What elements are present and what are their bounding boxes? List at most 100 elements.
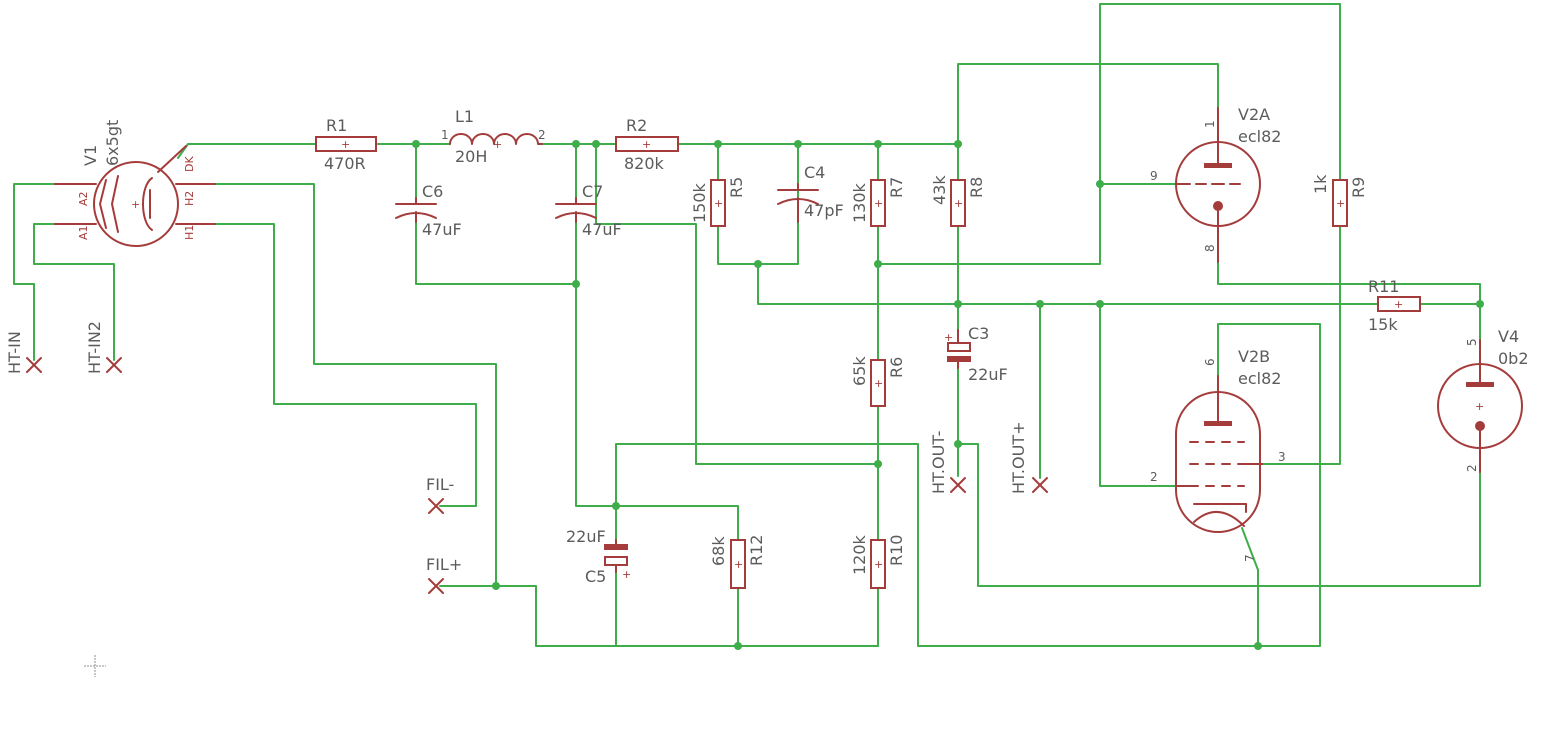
junction-dot — [492, 582, 500, 590]
connector-fil-minus: FIL- — [426, 475, 454, 514]
junction-dot — [412, 140, 420, 148]
wire-ht-in2 — [33, 223, 115, 361]
ht-out-plus-label: HT.OUT+ — [1009, 422, 1028, 494]
l1-pin1-label: 1 — [441, 128, 449, 142]
c6-capacitor: C6 47uF — [395, 182, 462, 239]
v2a-pin9-label: 9 — [1150, 169, 1158, 183]
r7-value-label: 130k — [850, 182, 869, 223]
r2-value-label: 820k — [624, 154, 665, 173]
wire-v2a-anode — [957, 63, 1219, 145]
v1-pin-dk — [157, 145, 187, 173]
r2-origin-mark: + — [642, 138, 651, 151]
v1-pin-dk-label: DK — [183, 156, 196, 172]
v1-pin-h2-label: H2 — [183, 191, 196, 206]
r12-origin-mark: + — [734, 558, 743, 571]
l1-origin-mark: + — [493, 138, 502, 151]
c3-polarity-mark: + — [944, 331, 953, 344]
v1-value-label: 6x5gt — [103, 120, 122, 166]
r8-origin-mark: + — [954, 197, 963, 210]
junction-dot — [874, 260, 882, 268]
wire-ht-in — [13, 183, 56, 361]
v2b-pin6-label: 6 — [1203, 358, 1217, 366]
c3-name-label: C3 — [968, 324, 989, 343]
wire-heater-h2 — [214, 183, 879, 647]
junction-dot — [754, 260, 762, 268]
r10-origin-mark: + — [874, 558, 883, 571]
r1-value-label: 470R — [324, 154, 366, 173]
v2b-pentode: 6 2 3 7 V2B ecl82 — [1150, 347, 1286, 562]
r5-name-label: R5 — [727, 177, 746, 198]
wire-r2-tap — [595, 143, 879, 465]
wire-r7-v2a-grid — [877, 3, 1341, 265]
c4-name-label: C4 — [804, 163, 825, 182]
v1-anode-a2 — [99, 179, 107, 229]
v2b-pin3-label: 3 — [1278, 450, 1286, 464]
ht-out-minus-label: HT.OUT- — [929, 431, 948, 494]
r6-origin-mark: + — [874, 377, 883, 390]
wire-v2b-pin7 — [615, 443, 1259, 647]
r5-resistor: + 150k R5 — [690, 177, 746, 227]
v2b-name-label: V2B — [1238, 347, 1270, 366]
r6-name-label: R6 — [887, 357, 906, 378]
r7-name-label: R7 — [887, 177, 906, 198]
c5-name-label: C5 — [585, 567, 606, 586]
v2a-value-label: ecl82 — [1238, 127, 1281, 146]
v2b-value-label: ecl82 — [1238, 369, 1281, 388]
connector-ht-in2: HT-IN2 — [85, 321, 122, 374]
junction-dot — [1254, 642, 1262, 650]
r11-value-label: 15k — [1368, 315, 1398, 334]
r1-name-label: R1 — [326, 116, 347, 135]
v2a-pin8-label: 8 — [1203, 244, 1217, 252]
junction-dot — [874, 460, 882, 468]
v1-pin-a2-label: A2 — [77, 191, 90, 206]
junction-dot — [714, 140, 722, 148]
connector-ht-out-plus: HT.OUT+ — [1009, 422, 1048, 494]
junction-dot — [954, 440, 962, 448]
r9-value-label: 1k — [1311, 174, 1330, 194]
c3-capacitor: + C3 22uF — [944, 324, 1008, 384]
r1-resistor: + R1 470R — [315, 116, 377, 173]
junction-dot — [592, 140, 600, 148]
r9-name-label: R9 — [1349, 177, 1368, 198]
wire-v2b-grid — [1099, 303, 1179, 487]
ht-in2-label: HT-IN2 — [85, 321, 104, 374]
ht-in-label: HT-IN — [5, 331, 24, 374]
r11-origin-mark: + — [1394, 298, 1403, 311]
r7-resistor: + 130k R7 — [850, 177, 906, 227]
c5-capacitor: + 22uF C5 — [566, 527, 631, 586]
wire-cathode — [177, 143, 317, 159]
wire-r9-v2b — [1261, 225, 1341, 465]
v2a-triode: 1 9 8 V2A ecl82 — [1150, 105, 1281, 263]
r5-origin-mark: + — [714, 197, 723, 210]
crosshair-cursor — [84, 655, 106, 677]
v4-pin2-label: 2 — [1465, 464, 1479, 472]
v2a-pin1-label: 1 — [1203, 120, 1217, 128]
junction-dot — [734, 642, 742, 650]
v4-origin-mark: + — [1475, 400, 1484, 413]
junction-dot — [1096, 300, 1104, 308]
v1-anode-a1 — [111, 175, 119, 233]
r10-name-label: R10 — [887, 535, 906, 566]
v4-value-label: 0b2 — [1498, 349, 1529, 368]
c7-value-label: 47uF — [582, 220, 622, 239]
connector-fil-plus: FIL+ — [426, 555, 462, 594]
r12-resistor: + 68k R12 — [709, 535, 766, 589]
junction-dot — [612, 502, 620, 510]
r10-resistor: + 120k R10 — [850, 534, 906, 589]
r12-name-label: R12 — [747, 535, 766, 566]
c4-capacitor: C4 47pF — [777, 163, 844, 223]
r5-value-label: 150k — [690, 182, 709, 223]
junction-dot — [954, 140, 962, 148]
r7-origin-mark: + — [874, 197, 883, 210]
c7-name-label: C7 — [582, 182, 603, 201]
r2-resistor: + R2 820k — [615, 116, 679, 173]
wire-v2b-anode — [1217, 323, 1321, 647]
junction-dot — [1036, 300, 1044, 308]
v4-pin5-label: 5 — [1465, 338, 1479, 346]
junctions — [412, 140, 1484, 650]
c3-value-label: 22uF — [968, 365, 1008, 384]
c5-value-label: 22uF — [566, 527, 606, 546]
l1-value-label: 20H — [455, 147, 487, 166]
r11-resistor: + R11 15k — [1368, 277, 1421, 334]
v4-regulator: + 5 2 V4 0b2 — [1437, 327, 1529, 473]
